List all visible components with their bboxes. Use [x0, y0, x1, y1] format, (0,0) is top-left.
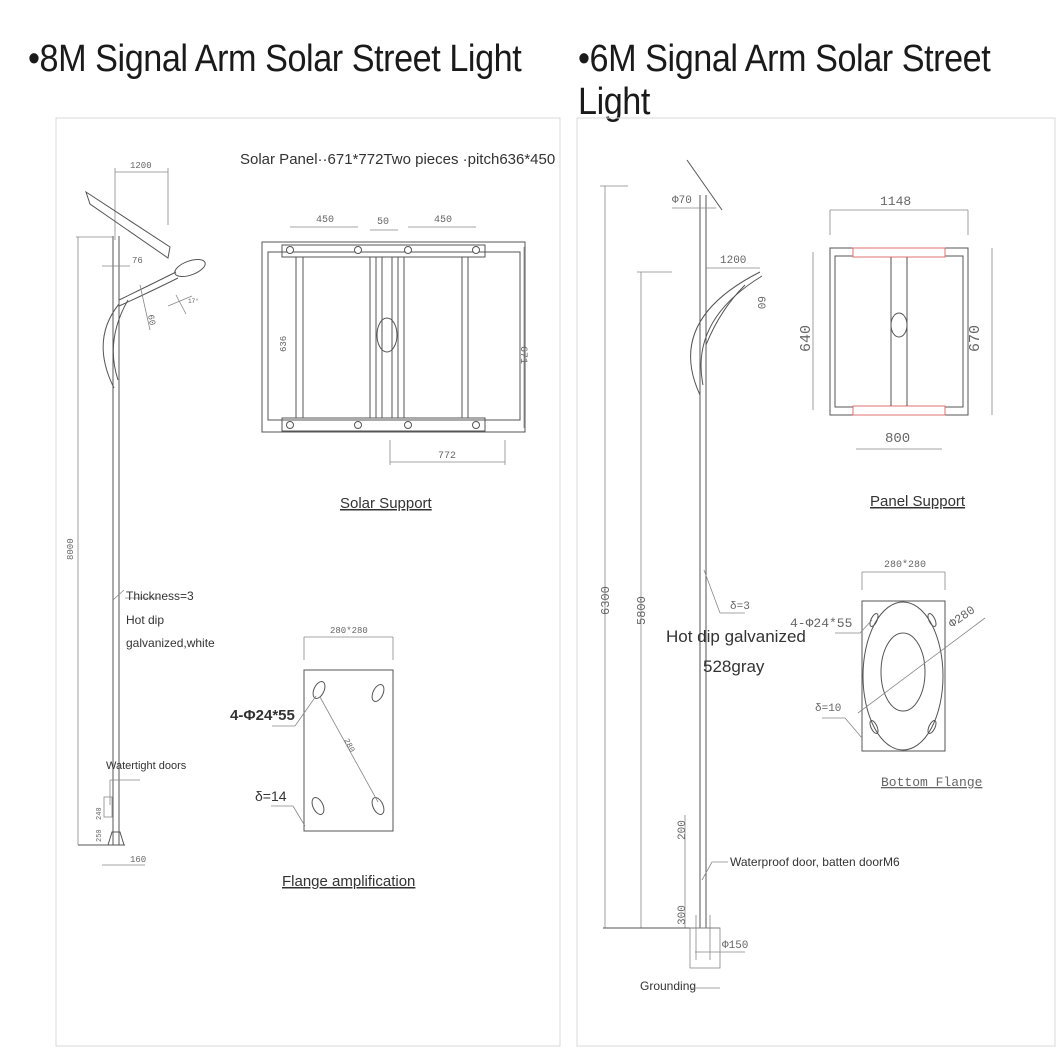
dim-base-dia: Φ150	[722, 940, 748, 952]
solar-support-drawing: Solar Panel··671*772Two pieces ·pitch636…	[240, 151, 555, 512]
dim-base: 160	[130, 855, 146, 865]
dim-door-a: 250	[96, 829, 104, 842]
bottom-bar	[852, 405, 946, 416]
dim-pole-height: 5800	[635, 596, 649, 625]
dim-arm-length: 1200	[130, 161, 152, 171]
dim-panel-width: 1148	[880, 194, 911, 209]
dim-flange-diag: 280	[341, 737, 356, 754]
lamp-head	[174, 258, 206, 278]
flange-amplification-drawing: 280*280 280 4-Φ24*55 δ=14 Flange amplifi…	[230, 626, 415, 890]
dim-arm-angle-r: 60	[754, 296, 766, 309]
dim-inner-height: 636	[279, 336, 289, 352]
dim-flange-size-r: 280*280	[884, 559, 926, 571]
bottom-flange-drawing: 280*280 Φ280 4-Φ24*55 δ=10 Bottom Flange	[790, 559, 986, 790]
flange-caption: Flange amplification	[282, 873, 415, 890]
dim-flange-size: 280*280	[330, 626, 368, 636]
panel-support-drawing: 1148 640 670 800 Panel Support	[798, 194, 993, 510]
finish-note: Hot dip galvanized	[666, 627, 806, 646]
solar-panel-spec: Solar Panel··671*772Two pieces ·pitch636…	[240, 151, 555, 168]
left-pole-elevation: 1200 8000 76 60 17° Thickness=3 Hot dip …	[66, 161, 215, 866]
dim-arm-length-r: 1200	[720, 255, 746, 267]
panel-support-caption: Panel Support	[870, 493, 966, 510]
note-galvanized: galvanized,white	[126, 636, 215, 650]
dim-panel-outer: 670	[967, 325, 984, 352]
solar-panel-side	[686, 159, 723, 211]
waterproof-door-note: Waterproof door, batten doorM6	[730, 855, 900, 869]
thickness-note: δ=3	[730, 601, 750, 613]
dim-pole-top: 76	[132, 256, 143, 266]
dim-door-top: 200	[677, 820, 689, 840]
left-title: •8M Signal Arm Solar Street Light	[28, 38, 522, 80]
bottom-flange-caption: Bottom Flange	[881, 775, 982, 790]
dim-height: 8000	[66, 538, 76, 560]
note-thickness: Thickness=3	[126, 589, 194, 603]
right-frame	[576, 117, 1056, 1047]
dim-angle: 17°	[188, 298, 199, 305]
solar-panel-side	[85, 190, 171, 259]
flange-thickness-note: δ=14	[255, 788, 287, 804]
dim-gap: 50	[377, 217, 389, 228]
left-frame	[55, 117, 561, 1047]
flange-thickness-note-r: δ=10	[815, 703, 841, 715]
note-watertight-doors: Watertight doors	[106, 760, 187, 772]
solar-support-caption: Solar Support	[340, 495, 433, 512]
dim-total-height: 6300	[599, 586, 613, 615]
dim-door-b: 240	[96, 807, 104, 820]
grounding-note: Grounding	[640, 979, 696, 993]
dim-arm-angle: 60	[145, 314, 157, 326]
top-bar	[852, 247, 946, 258]
flange-holes-note: 4-Φ24*55	[230, 707, 295, 724]
flange-holes-note-r: 4-Φ24*55	[790, 616, 852, 631]
dim-panel-inner: 640	[798, 325, 815, 352]
dim-panel-bottom: 800	[885, 431, 910, 447]
dim-width: 772	[438, 451, 456, 462]
finish-color: 528gray	[703, 657, 765, 676]
dim-pitch-right: 450	[434, 215, 452, 226]
dim-door-bottom: 300	[677, 905, 689, 925]
right-title: •6M Signal Arm Solar Street Light	[578, 38, 991, 123]
note-hot-dip: Hot dip	[126, 613, 164, 627]
dim-pitch-left: 450	[316, 215, 334, 226]
dim-outer-height: 671	[517, 346, 528, 364]
right-pole-elevation: 6300 5800 Φ70 1200 60 δ=3 Hot dip galvan…	[599, 159, 900, 993]
dim-pole-dia: Φ70	[672, 195, 692, 207]
